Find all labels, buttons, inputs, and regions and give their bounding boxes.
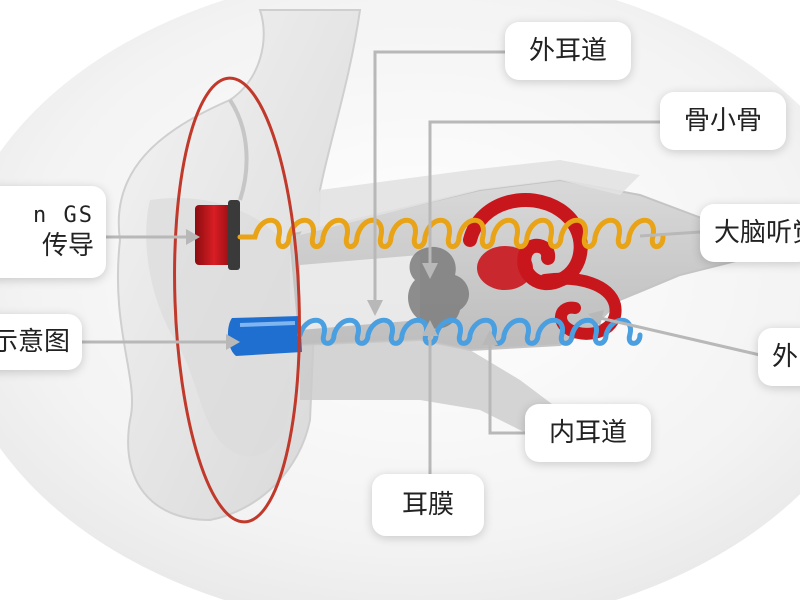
label-brain: 大脑听觉: [700, 204, 800, 262]
label-inner-canal: 内耳道: [525, 404, 651, 462]
arrow-ossicles: [422, 263, 438, 279]
arrow-outer-canal: [367, 300, 383, 316]
device-clip: [228, 200, 240, 270]
connector-outer: [599, 316, 761, 357]
arrow-model: [186, 229, 200, 245]
ear-canal-lumen: [300, 255, 420, 330]
arrow-outer: [588, 310, 604, 326]
bone-conduction-wave: [237, 217, 666, 250]
connector-lines: [82, 50, 761, 475]
upper-bone: [300, 160, 640, 235]
label-ossicles: 骨小骨: [660, 92, 786, 150]
label-inner-canal-text: 内耳道: [548, 417, 627, 448]
label-diagram: 示意图: [0, 314, 82, 370]
earbud-highlight: [239, 321, 296, 327]
ear-helix-fold: [228, 98, 249, 201]
connector-brain: [639, 230, 701, 238]
connector-arrowheads: [186, 229, 604, 350]
arrow-eardrum: [422, 320, 438, 336]
arrow-diagram: [226, 334, 240, 350]
connector-inner-canal: [488, 340, 525, 435]
arrow-inner-canal: [482, 330, 498, 345]
bone-conduction-device: [195, 205, 233, 265]
label-model-text: n GS: [33, 203, 94, 228]
highlight-ellipse: [173, 76, 301, 524]
ossicles-shape: [408, 246, 470, 329]
label-outer-canal-text: 外耳道: [528, 35, 607, 66]
connector-ossicles: [428, 120, 660, 268]
label-model: n GS 传导: [0, 186, 106, 278]
label-eardrum: 耳膜: [372, 474, 484, 536]
label-outer-canal: 外耳道: [505, 22, 631, 80]
label-outer: 外: [758, 328, 800, 386]
label-diagram-text: 示意图: [0, 326, 70, 357]
label-conduction-text: 传导: [41, 230, 94, 261]
air-conduction-wave: [297, 317, 643, 346]
label-outer-text: 外: [772, 341, 799, 372]
label-brain-text: 大脑听觉: [714, 217, 800, 248]
label-ossicles-text: 骨小骨: [683, 105, 762, 136]
connector-outer-canal: [373, 50, 505, 305]
ear-concha-shadow: [146, 198, 290, 457]
label-eardrum-text: 耳膜: [401, 489, 454, 520]
